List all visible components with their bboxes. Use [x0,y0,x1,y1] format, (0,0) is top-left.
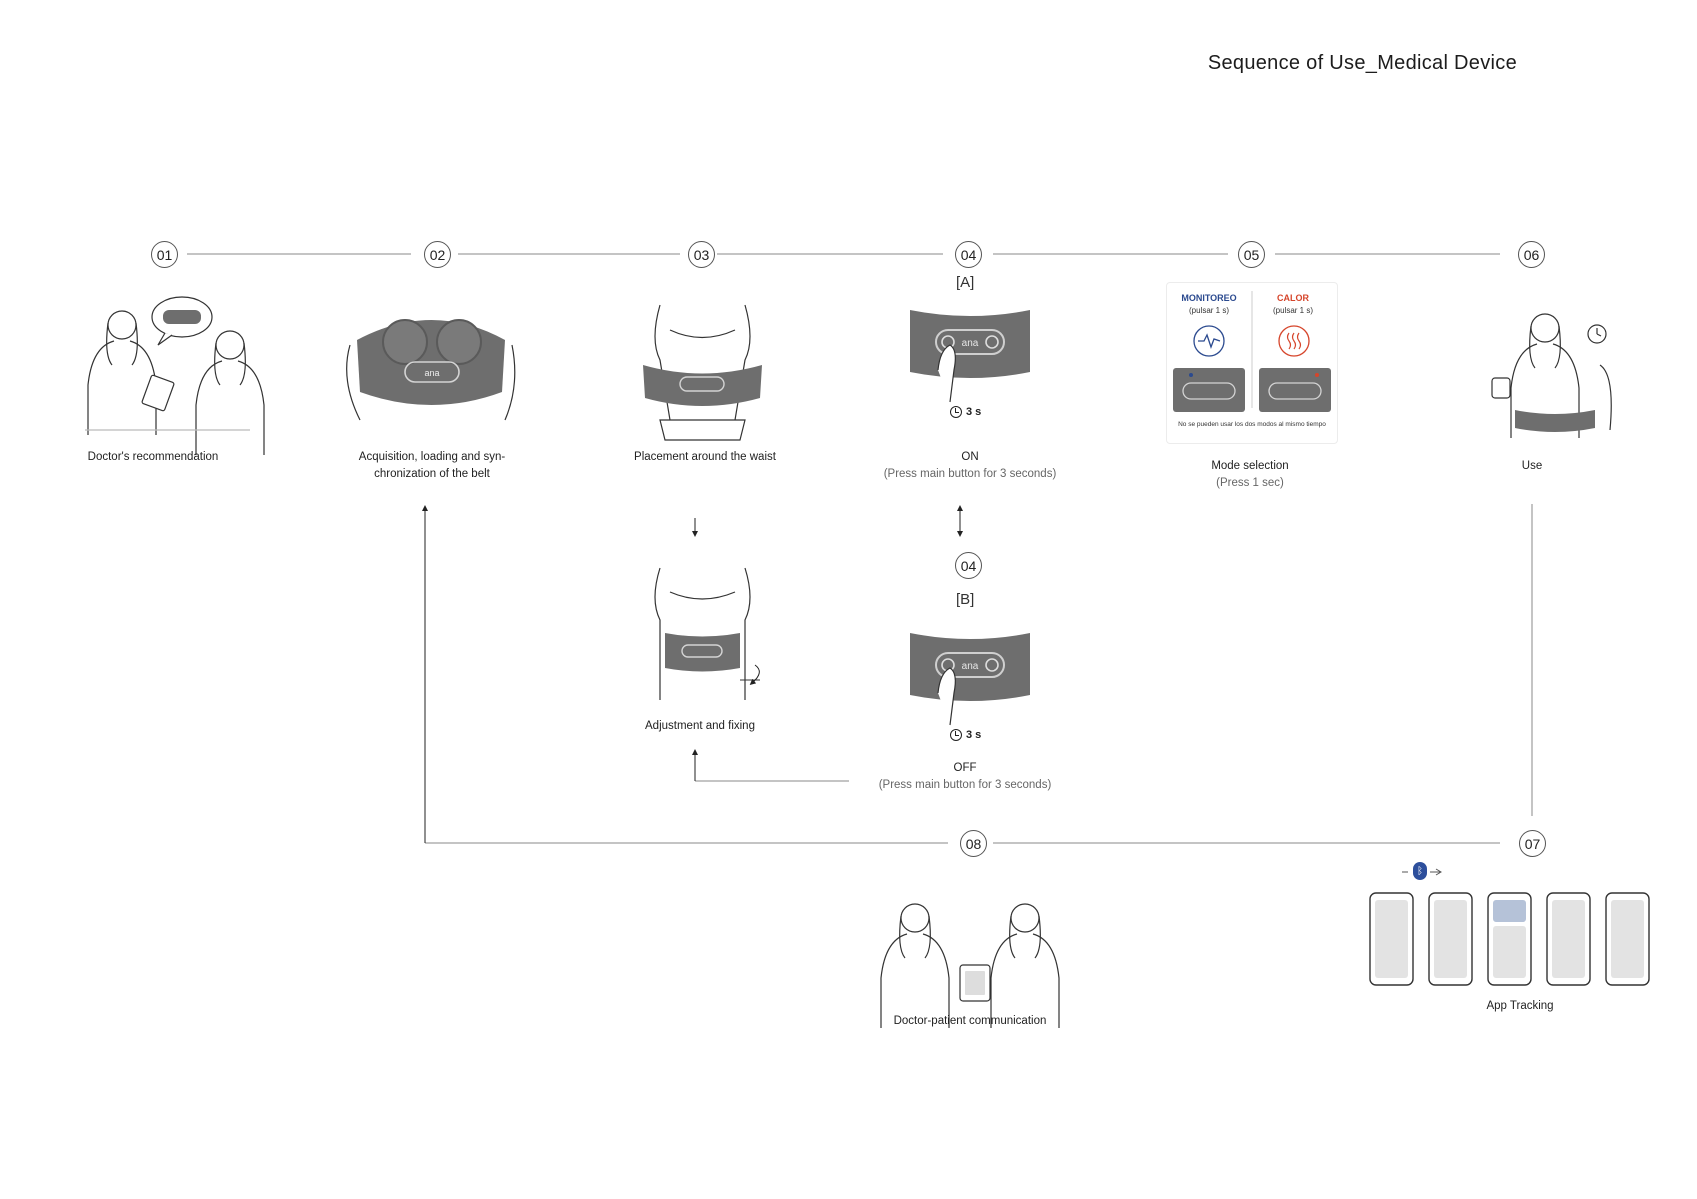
step-04-tag-b: [B] [956,591,975,608]
page-title: Sequence of Use_Medical Device [1207,52,1517,74]
step-02-circle: 02 [424,241,451,268]
timer-on: 3 s [950,406,981,418]
device-panel-on [909,309,1031,403]
step-08-circle: 08 [960,830,987,857]
illustration-doctor-patient [880,903,1060,1029]
step-08-label: Doctor-patient communication [893,1015,1047,1027]
clock-icon [950,406,962,418]
step-03-label: Placement around the waist [634,451,776,463]
step-04-off-label: OFF (Press main button for 3 seconds) [878,762,1052,791]
illustration-use [1491,313,1612,439]
step-02-label: Acquisition, loading and syn- chronizati… [358,451,506,480]
mode-heat-title: CALOR [1277,293,1309,303]
clock-icon [950,729,962,741]
bluetooth-icon: ᛒ [1413,862,1427,880]
timer-off: 3 s [950,729,981,741]
mode-icons [1173,291,1331,412]
heartbeat-icon [1193,325,1225,357]
step-05-label: Mode selection (Press 1 sec) [1211,460,1289,489]
step-05-circle: 05 [1238,241,1265,268]
step-07-label: App Tracking [1486,1000,1554,1012]
step-03-circle: 03 [688,241,715,268]
mode-note: No se pueden usar los dos modos al mismo… [1178,421,1326,428]
illustration-app-phones [1369,868,1650,986]
step-07-circle: 07 [1519,830,1546,857]
step-04-on-label: ON (Press main button for 3 seconds) [883,451,1057,480]
heat-icon [1278,325,1310,357]
step-06-circle: 06 [1518,241,1545,268]
mode-heat-hint: (pulsar 1 s) [1272,306,1313,315]
illustration-doctor-recommendation [85,296,265,456]
mode-monitor-hint: (pulsar 1 s) [1188,306,1229,315]
step-04b-circle: 04 [955,552,982,579]
device-panel-off [909,632,1031,726]
step-06-label: Use [1521,460,1543,472]
step-04-circle: 04 [955,241,982,268]
illustration-belt-adjustment [654,567,760,700]
timeline-bottom [422,504,1533,844]
svg-text:ana: ana [424,368,439,378]
step-04-tag-a: [A] [956,274,975,291]
mode-selection-card: MONITOREO (pulsar 1 s) CALOR (pulsar 1 s… [1166,282,1338,444]
illustration-belt-placement [643,304,762,441]
step-01-circle: 01 [151,241,178,268]
step-03-sublabel: Adjustment and fixing [645,720,755,732]
mode-monitor-title: MONITOREO [1181,293,1237,303]
illustration-belt-hands: ana [346,319,516,421]
step-01-label: Doctor's recommendation [87,451,219,463]
